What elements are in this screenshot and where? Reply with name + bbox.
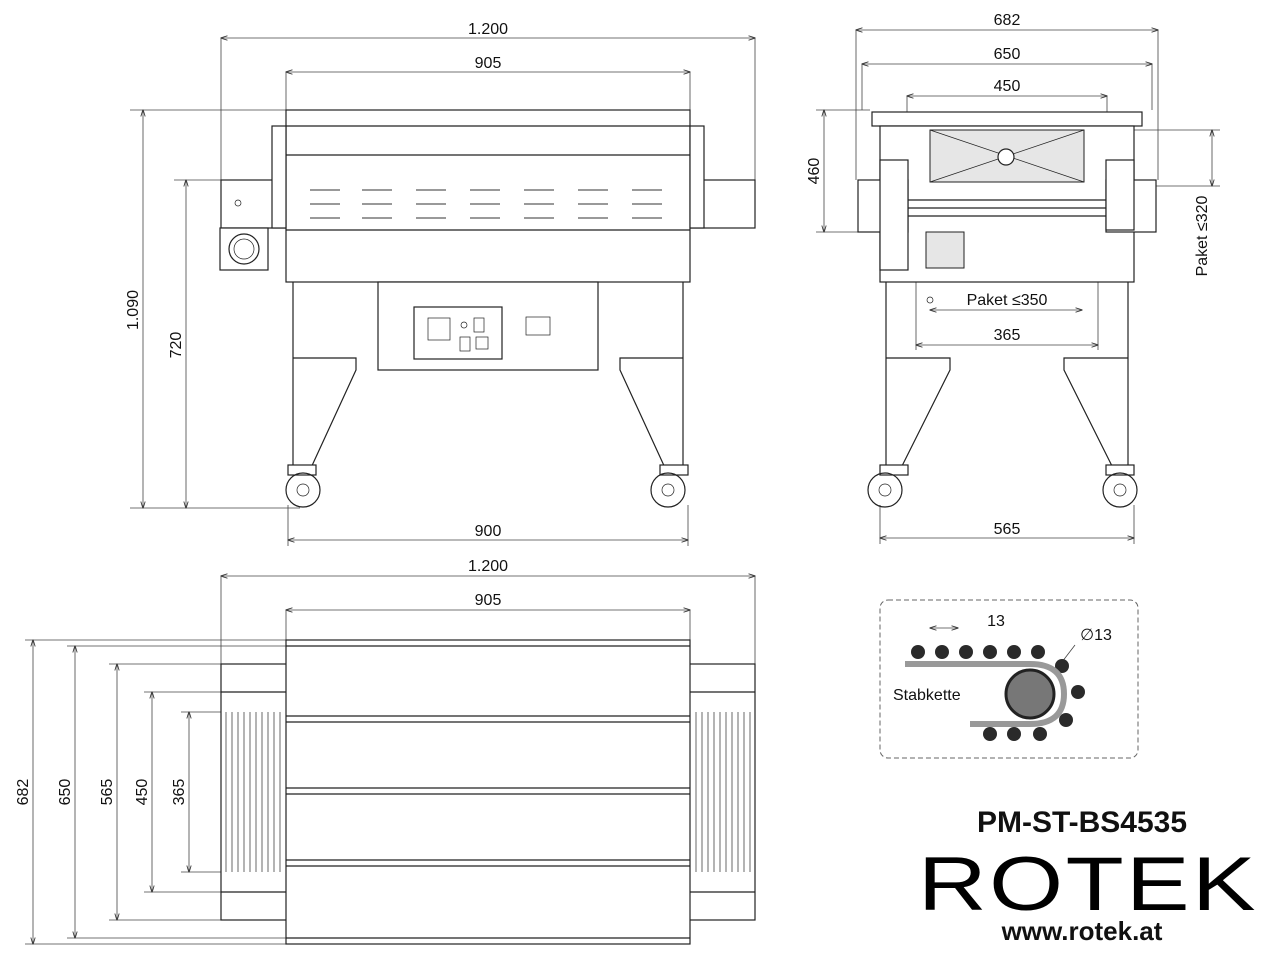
top-dim-682: 682 bbox=[15, 779, 32, 806]
branding: PM-ST-BS4535 ROTEK www.rotek.at bbox=[918, 806, 1258, 946]
website-url: www.rotek.at bbox=[1001, 916, 1163, 946]
side-dim-365: 365 bbox=[994, 327, 1021, 344]
top-dim-565: 565 bbox=[99, 779, 116, 806]
front-dim-1200: 1.200 bbox=[468, 21, 508, 38]
top-dim-450: 450 bbox=[134, 779, 151, 806]
front-dim-1090: 1.090 bbox=[125, 290, 142, 330]
side-view: 682 650 450 460 Paket ≤320 Paket ≤350 36… bbox=[806, 12, 1220, 544]
rotek-logo: ROTEK bbox=[918, 842, 1258, 927]
top-view: 1.200 905 682 650 565 450 365 bbox=[15, 558, 755, 944]
ventilation-slots bbox=[310, 189, 662, 219]
logo-text: ROTEK bbox=[918, 842, 1258, 927]
side-dim-460: 460 bbox=[806, 158, 823, 185]
front-dim-900: 900 bbox=[475, 523, 502, 540]
side-dim-450: 450 bbox=[994, 78, 1021, 95]
chain-detail: 13 ∅13 Stabkette bbox=[879, 599, 1139, 759]
top-dim-365: 365 bbox=[171, 779, 188, 806]
chain-label: Stabkette bbox=[893, 687, 961, 704]
top-dim-905: 905 bbox=[475, 592, 502, 609]
chain-pitch: 13 bbox=[987, 613, 1005, 630]
side-dim-682: 682 bbox=[994, 12, 1021, 29]
front-dim-905: 905 bbox=[475, 55, 502, 72]
model-number: PM-ST-BS4535 bbox=[977, 806, 1187, 839]
side-dim-565: 565 bbox=[994, 521, 1021, 538]
top-dim-1200: 1.200 bbox=[468, 558, 508, 575]
top-dim-650: 650 bbox=[57, 779, 74, 806]
side-dim-650: 650 bbox=[994, 46, 1021, 63]
front-view: 1.200 905 1.090 720 900 bbox=[125, 21, 755, 546]
side-dim-package-width: Paket ≤350 bbox=[967, 292, 1048, 309]
chain-rod-diameter: ∅13 bbox=[1080, 627, 1112, 644]
front-dim-720: 720 bbox=[168, 332, 185, 359]
side-dim-package-height: Paket ≤320 bbox=[1194, 195, 1211, 276]
